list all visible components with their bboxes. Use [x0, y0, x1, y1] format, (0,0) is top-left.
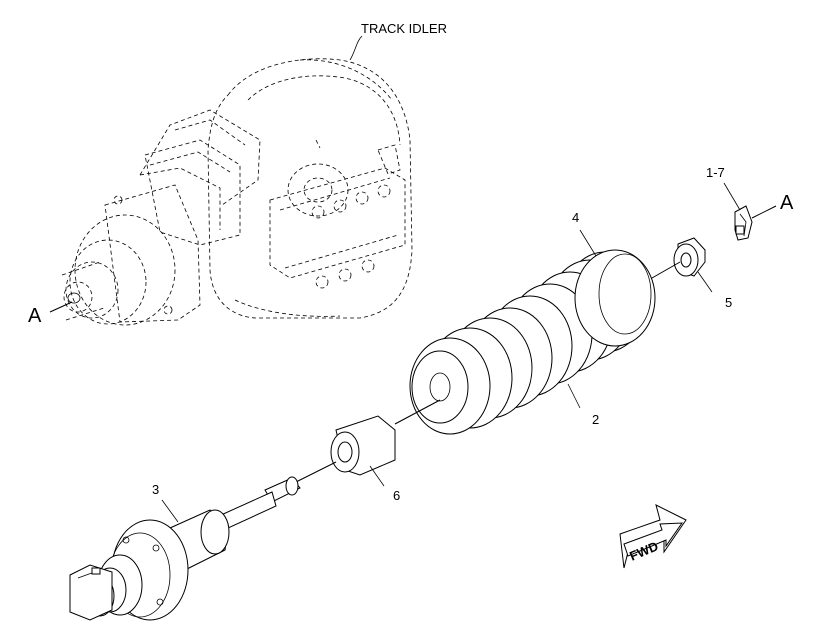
- axis-line-lower: [295, 461, 337, 483]
- section-marker-left: A: [28, 305, 42, 327]
- part-3-rod: [69, 476, 301, 621]
- forward-direction-arrow: [619, 504, 687, 569]
- section-marker-right: A: [780, 192, 794, 214]
- callout-5: 5: [725, 295, 732, 310]
- leader-1-7: [723, 182, 741, 211]
- section-arrow-right: [751, 205, 777, 219]
- leader-2: [567, 383, 581, 409]
- callout-4: 4: [572, 210, 579, 225]
- section-arrow-left: [49, 301, 73, 313]
- callout-1-7: 1-7: [706, 165, 725, 180]
- part-1-7-lock: [734, 205, 753, 241]
- track-idler-leader: [349, 35, 363, 61]
- leader-3: [161, 499, 179, 523]
- track-idler-assembly: [61, 35, 413, 326]
- callout-2: 2: [592, 412, 599, 427]
- leader-4: [579, 229, 597, 257]
- callout-3: 3: [152, 482, 159, 497]
- part-5-collar: [673, 237, 706, 277]
- track-idler-label: TRACK IDLER: [361, 21, 447, 36]
- part-4-seat: [574, 249, 656, 347]
- leader-6: [369, 465, 385, 487]
- leader-5: [697, 271, 713, 293]
- part-6-sleeve: [330, 415, 396, 476]
- axis-line-middle: [394, 399, 441, 425]
- callout-6: 6: [393, 488, 400, 503]
